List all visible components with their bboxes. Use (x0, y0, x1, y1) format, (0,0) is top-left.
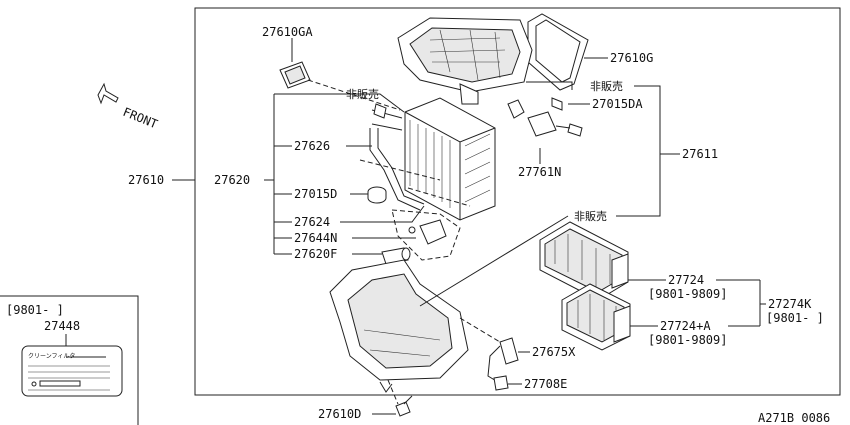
label-27724a: 27724+A (660, 319, 711, 333)
inset-label-card (21, 345, 123, 397)
front-arrow: FRONT (97, 82, 160, 132)
label-27724a-range: [9801-9809] (648, 333, 727, 347)
label-27620f: 27620F (294, 247, 337, 261)
label-not-for-sale-1: 非販売 (346, 88, 379, 101)
harness-27675x-drawing (487, 337, 519, 391)
label-27724: 27724 (668, 273, 704, 287)
label-27610ga: 27610GA (262, 25, 313, 39)
label-27724-range: [9801-9809] (648, 287, 727, 301)
actuator-27761n-drawing (507, 99, 583, 137)
phantom-lines (307, 79, 501, 405)
label-27620: 27620 (214, 173, 250, 187)
evaporator-core-drawing (404, 97, 496, 221)
leader-lines (172, 38, 766, 415)
drawing-code: A271B 0086 (758, 411, 830, 425)
inset-panel: [9801- ] 27448 クリーンフィルタ (0, 295, 139, 425)
filter-27724-drawing (539, 221, 629, 301)
pipe-27626-drawing (369, 103, 425, 211)
bolt-27610d-drawing (395, 395, 413, 417)
label-27761n: 27761N (518, 165, 561, 179)
label-27644n: 27644N (294, 231, 337, 245)
filter-27724a-drawing (561, 283, 631, 351)
label-27610: 27610 (128, 173, 164, 187)
valve-27644n-drawing (408, 219, 447, 245)
label-27610d: 27610D (318, 407, 361, 421)
upper-housing-drawing (397, 17, 533, 105)
label-27611: 27611 (682, 147, 718, 161)
filter-frame-27610g-drawing (527, 13, 589, 91)
gasket-27610ga-drawing (279, 61, 311, 89)
label-not-for-sale-3: 非販売 (574, 210, 607, 223)
label-27624: 27624 (294, 215, 330, 229)
clip-27015da-drawing (551, 97, 563, 111)
label-27626: 27626 (294, 139, 330, 153)
label-27610g: 27610G (610, 51, 653, 65)
label-27675x: 27675X (532, 345, 576, 359)
main-frame (194, 7, 841, 396)
inset-label-text: クリーンフィルタ (28, 352, 75, 360)
label-27274k: 27274K (768, 297, 812, 311)
label-not-for-sale-2: 非販売 (590, 80, 623, 93)
label-27708e: 27708E (524, 377, 567, 391)
label-27015da: 27015DA (592, 97, 643, 111)
label-27015d: 27015D (294, 187, 337, 201)
front-label: FRONT (121, 105, 160, 132)
inset-range: [9801- ] (6, 303, 64, 317)
cap-27015d-drawing (367, 186, 387, 204)
label-27274k-range: [9801- ] (766, 311, 824, 325)
inset-part-number: 27448 (44, 319, 80, 333)
lower-case-drawing (329, 259, 469, 393)
